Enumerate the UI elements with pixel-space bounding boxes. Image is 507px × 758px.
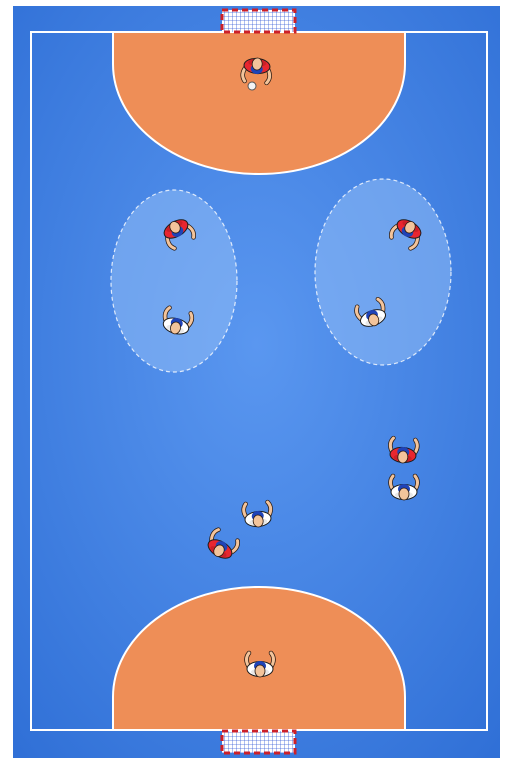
top-goal-net <box>222 10 295 32</box>
top-goal <box>222 10 295 32</box>
left-zone-ellipse <box>111 190 237 372</box>
head <box>399 488 409 500</box>
ball <box>248 82 256 90</box>
bottom-goal-net <box>222 731 295 753</box>
right-zone-ellipse <box>315 179 451 365</box>
head <box>255 665 265 677</box>
bottom-goal <box>222 731 295 753</box>
